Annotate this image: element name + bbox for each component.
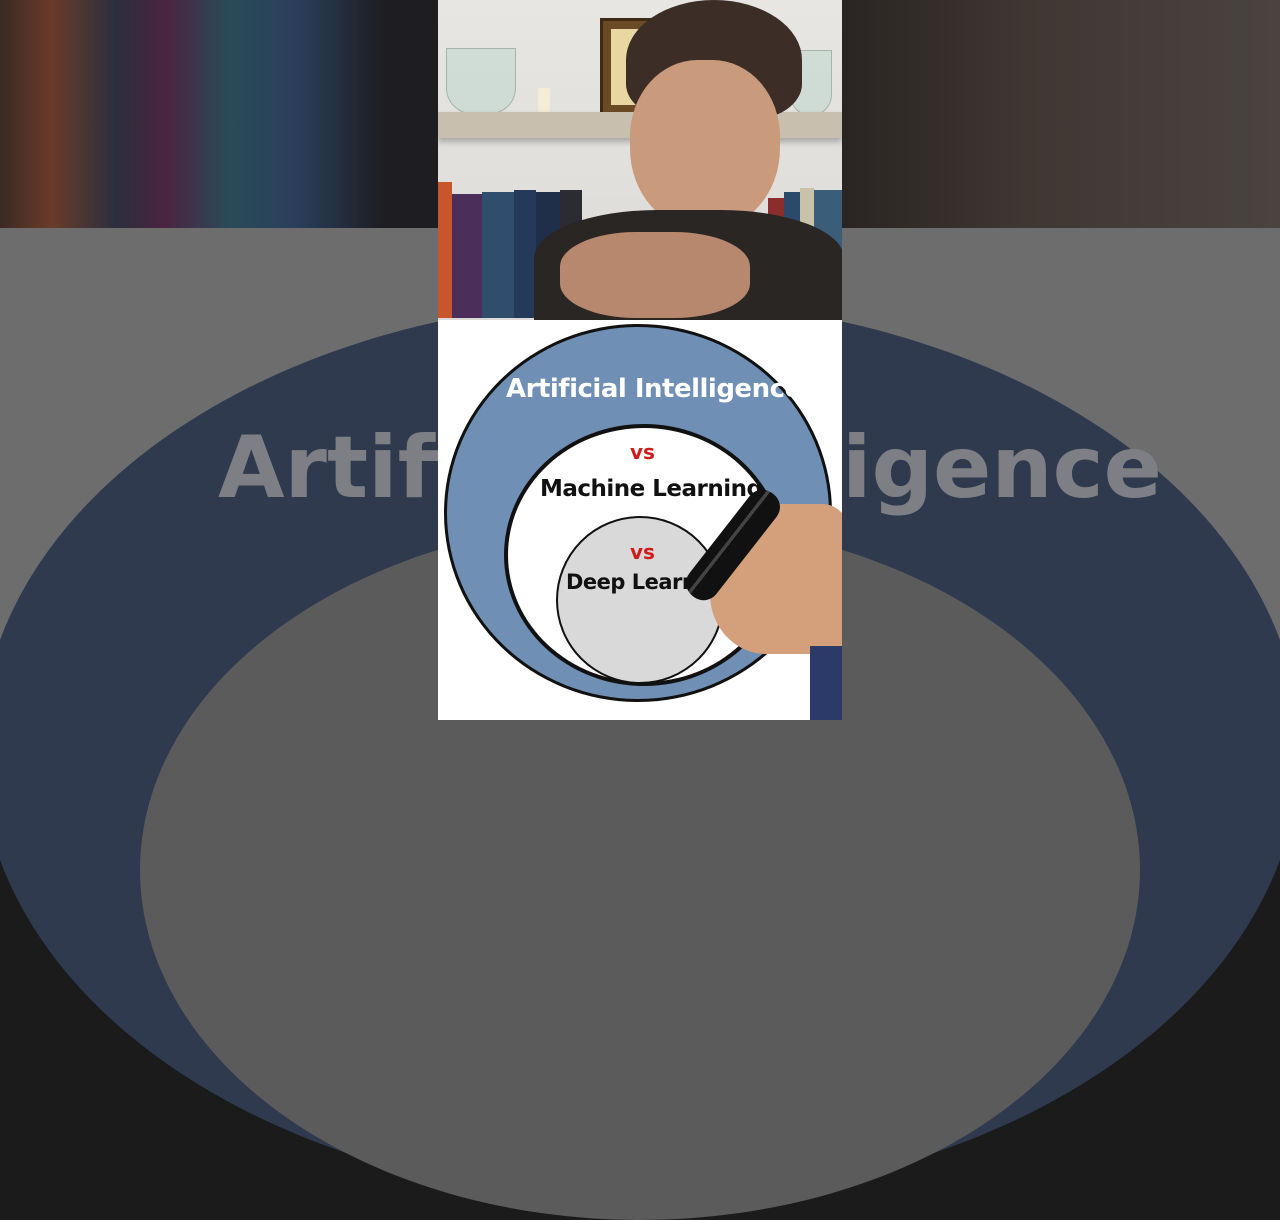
ai-label: Artificial Intelligence (506, 374, 802, 404)
book (438, 182, 452, 318)
shirt-sleeve (810, 646, 842, 720)
vs-label-2: vs (630, 540, 655, 564)
vs-label-1: vs (630, 440, 655, 464)
dl-circle (556, 516, 724, 684)
video-frame: Artificial Intelligence vs Machine Learn… (438, 0, 842, 720)
presenter-face (630, 60, 780, 230)
flower-vase-left (446, 48, 516, 114)
whiteboard: Artificial Intelligence vs Machine Learn… (438, 320, 842, 720)
book (514, 190, 536, 318)
candle (538, 88, 550, 112)
ml-label: Machine Learning (540, 476, 763, 502)
book (452, 194, 482, 318)
book (482, 192, 514, 318)
dl-label: Deep Learni (566, 570, 704, 594)
presenter-hands (560, 232, 750, 318)
blurred-title-right: igence (842, 418, 1162, 518)
